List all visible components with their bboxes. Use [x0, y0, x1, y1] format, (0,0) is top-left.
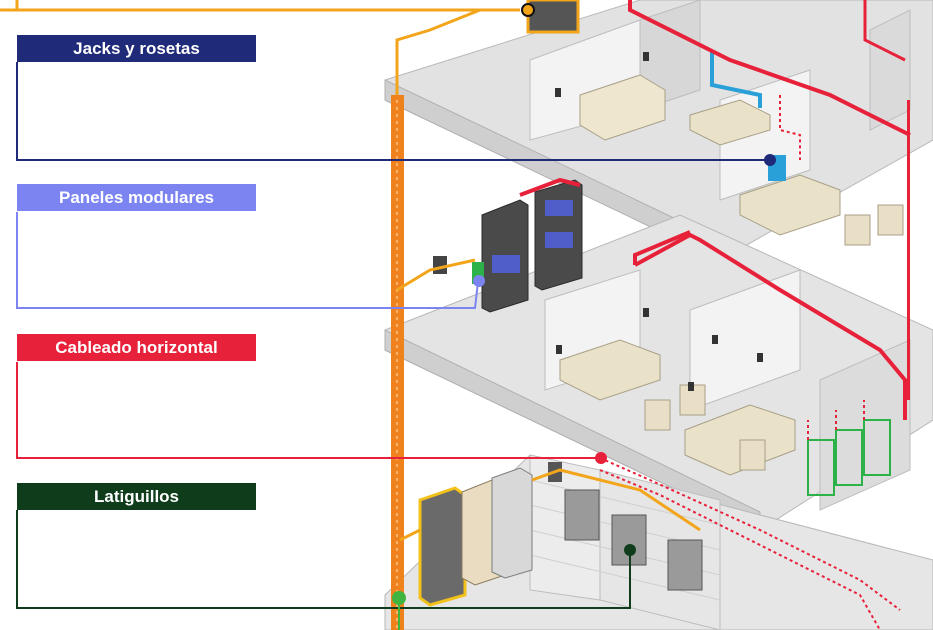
panel-ground-3 — [667, 539, 703, 591]
chair-mid-1 — [644, 399, 671, 431]
patch-panel-mid-3 — [545, 232, 573, 248]
legend-leaders — [16, 62, 776, 630]
desk-top-2 — [739, 174, 841, 236]
patch-panel-mid-2 — [545, 200, 573, 216]
chair-top-2 — [877, 204, 904, 236]
desk-mid-1 — [559, 339, 661, 401]
wall-top-4 — [869, 9, 911, 131]
panel-ground-1 — [564, 489, 600, 541]
leader-jacks — [16, 62, 770, 161]
building-illustration — [384, 0, 933, 630]
outlet-5 — [712, 335, 718, 344]
outlet-2 — [643, 52, 649, 61]
backbone-mid-branch — [396, 258, 476, 292]
blue-cable-top — [710, 50, 762, 108]
backbone-ground-branch — [399, 528, 421, 542]
legend-label-patchcords: Latiguillos — [17, 483, 256, 510]
chair-top-1 — [844, 214, 871, 246]
copier — [579, 74, 666, 141]
leader-patchcords-dot-2 — [624, 544, 636, 556]
wall-box-mid — [433, 256, 447, 274]
green-panel-3 — [863, 419, 891, 476]
outlet-6 — [757, 353, 763, 362]
cabinet-1 — [418, 486, 467, 607]
red-cable-right — [907, 100, 910, 400]
red-cable-mid-2 — [633, 230, 691, 265]
red-cable-top-2 — [863, 0, 906, 62]
outlet-7 — [688, 382, 694, 391]
red-cable-ground-2 — [599, 469, 881, 630]
outlet-3 — [556, 345, 562, 354]
cabinet-3 — [491, 467, 533, 579]
rack-top — [526, 0, 580, 34]
leader-panels-dot — [473, 275, 485, 287]
green-panel-2 — [835, 429, 863, 486]
red-cable-ground — [599, 457, 901, 611]
outlet-1 — [555, 88, 561, 97]
legend-label-horizontal: Cableado horizontal — [17, 334, 256, 361]
leader-panels — [16, 212, 479, 309]
legend-label-panels: Paneles modulares — [17, 184, 256, 211]
outlet-4 — [643, 308, 649, 317]
leader-horizontal-dot — [595, 452, 607, 464]
green-panel-1 — [807, 439, 835, 496]
cabling — [0, 0, 911, 630]
leader-patchcords — [16, 510, 631, 609]
red-cable-top-drop — [779, 95, 801, 160]
leader-horizontal — [16, 362, 600, 459]
leader-patchcords-dot-1 — [392, 591, 406, 605]
patch-panel-mid-1 — [492, 255, 520, 273]
chair-mid-3 — [739, 439, 766, 471]
leader-jacks-dot — [764, 154, 776, 166]
backbone-riser — [391, 95, 404, 630]
top-connector-dot — [521, 3, 535, 17]
wall-mid-2 — [689, 269, 801, 411]
legend-label-jacks: Jacks y rosetas — [17, 35, 256, 62]
backbone-top-branch — [395, 8, 481, 95]
red-cable-mid — [519, 177, 907, 420]
orange-ground-run — [531, 468, 701, 532]
desk-top-1 — [689, 99, 771, 146]
red-cable-top — [628, 0, 911, 137]
